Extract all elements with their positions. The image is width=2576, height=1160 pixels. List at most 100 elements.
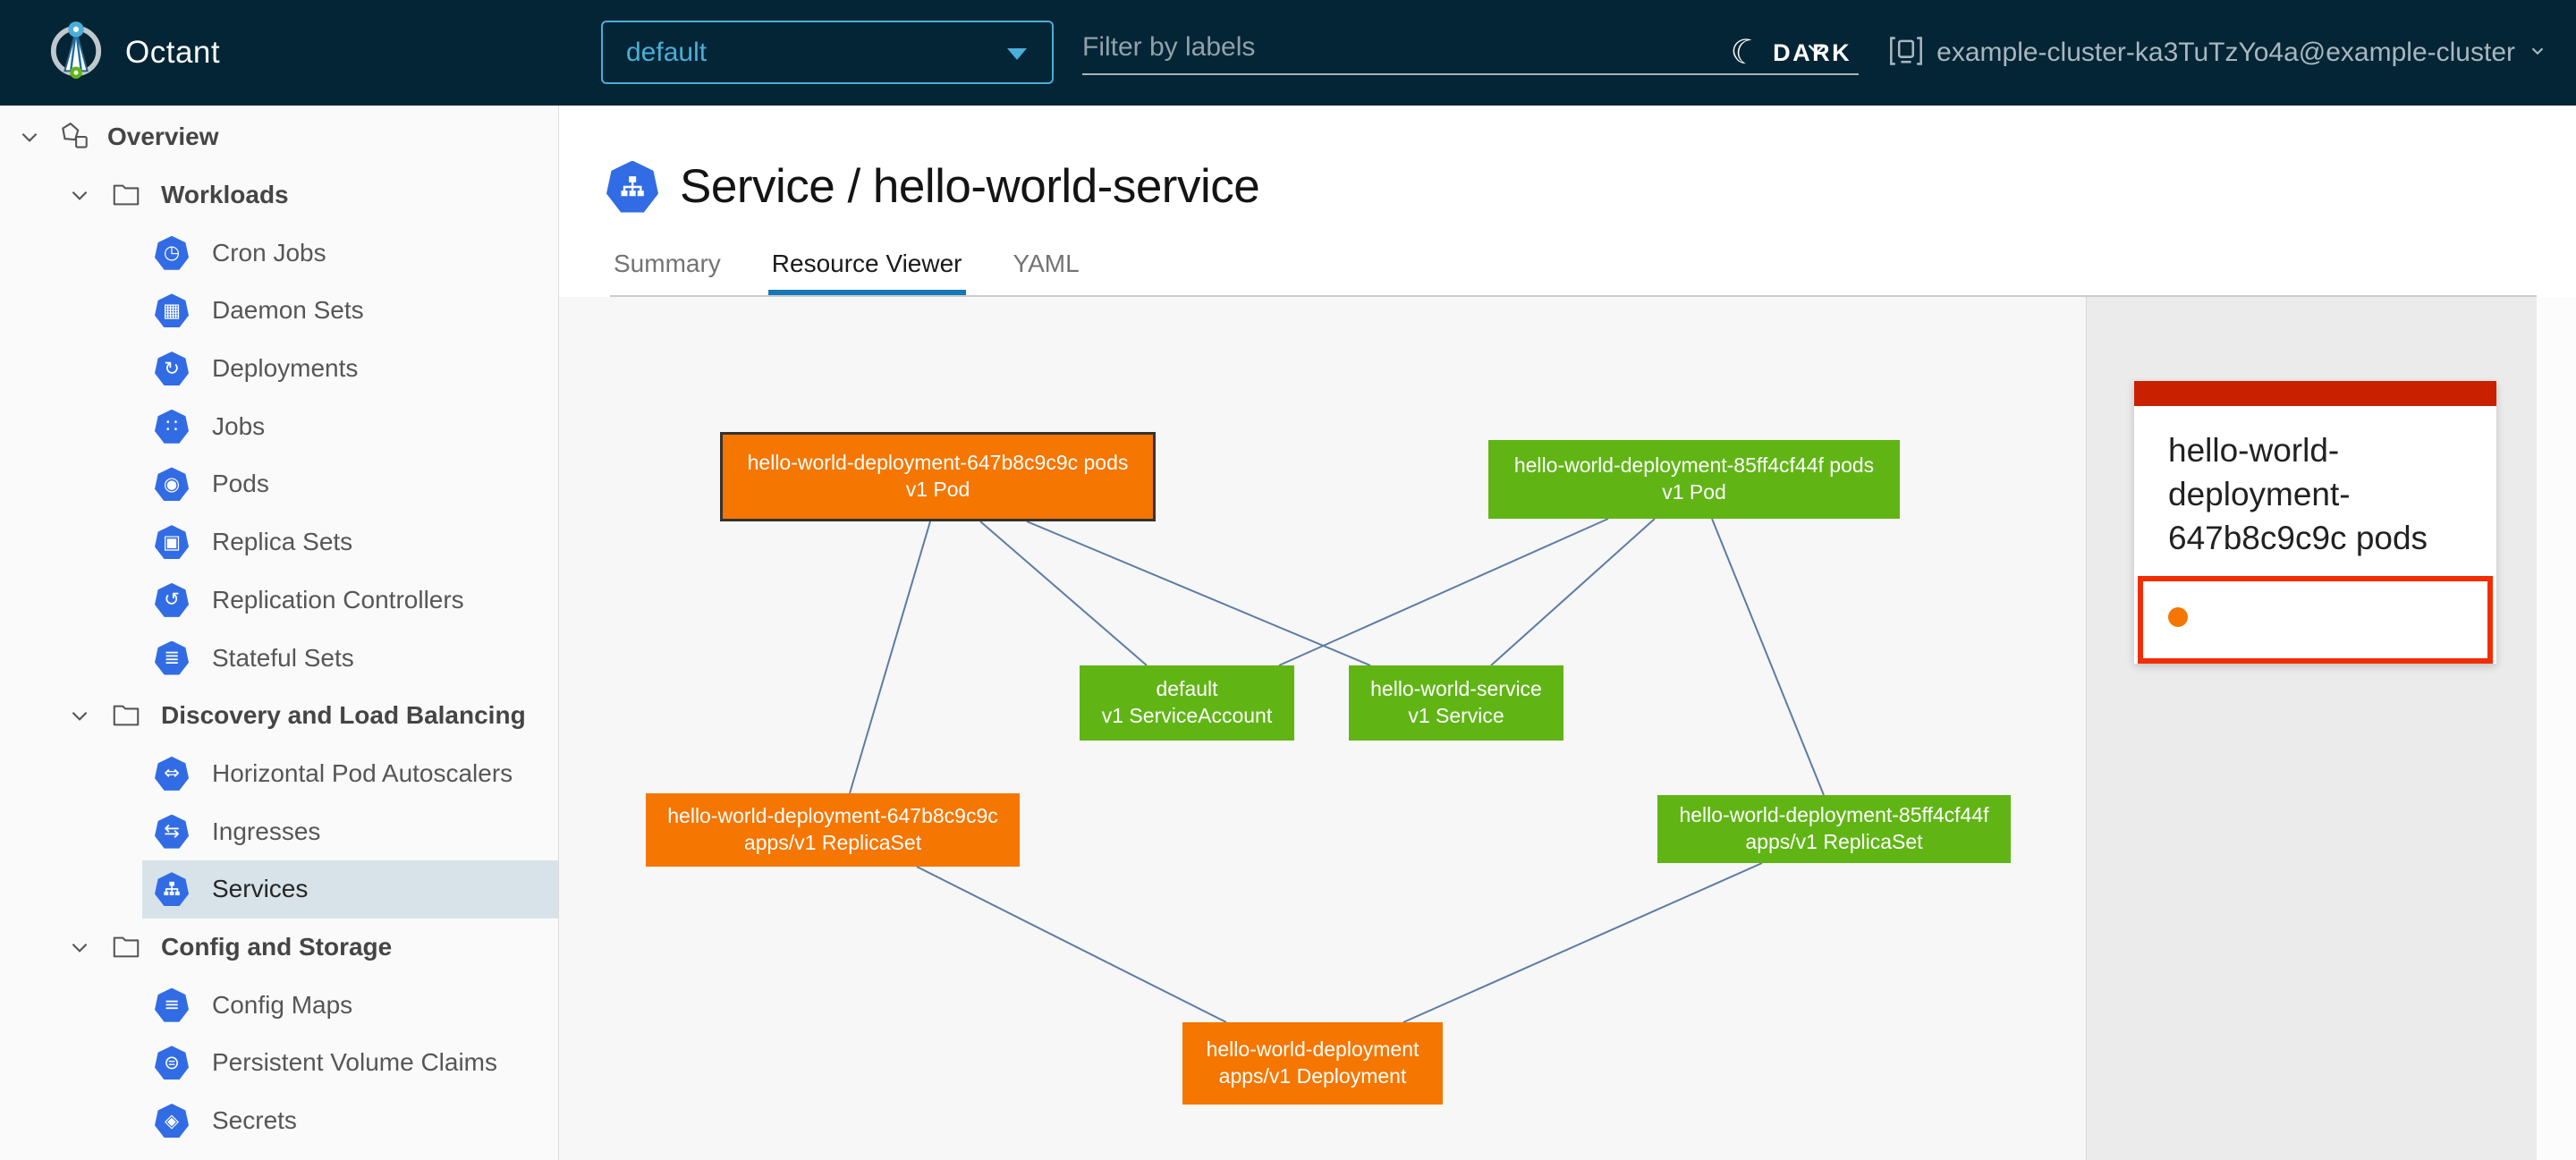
page-header: Service / hello-world-service (606, 159, 2576, 214)
pod-status-box (2138, 576, 2493, 665)
chevron-down-icon (2528, 41, 2547, 65)
sidebar-item-label: Ingresses (212, 817, 321, 845)
sidebar-item-label: Stateful Sets (212, 643, 354, 672)
persistent-volume-claims-icon: ⊜ (155, 1046, 189, 1080)
tab-summary[interactable]: Summary (614, 250, 721, 277)
service-icon (606, 160, 658, 213)
sidebar-item-label: Config Maps (212, 990, 353, 1019)
node-deployment-hello-world[interactable]: hello-world-deployment apps/v1 Deploymen… (1182, 1022, 1443, 1105)
sidebar-item-cron-jobs[interactable]: ◷ Cron Jobs (142, 224, 558, 282)
resource-graph[interactable]: hello-world-deployment-647b8c9c9c pods v… (559, 297, 2086, 1160)
cluster-icon (1888, 33, 1924, 73)
label-filter-input[interactable] (1082, 21, 1789, 73)
tab-bar: Summary Resource Viewer YAML (610, 250, 2576, 295)
card-title: hello-world-deployment-647b8c9c9c pods (2168, 432, 2428, 556)
folder-icon (111, 700, 141, 731)
sidebar-item-ingresses[interactable]: ⇆ Ingresses (142, 802, 558, 860)
sidebar-item-label: Jobs (212, 411, 266, 440)
chevron-down-icon[interactable] (68, 704, 91, 727)
sidebar-item-deployments[interactable]: ↻ Deployments (142, 340, 558, 398)
sidebar-item-pods[interactable]: ◉ Pods (142, 455, 558, 513)
chevron-down-icon[interactable] (68, 183, 91, 207)
app-name: Octant (125, 35, 221, 70)
sidebar-item-label: Secrets (212, 1106, 297, 1135)
node-kind: v1 Pod (905, 478, 970, 501)
sidebar-item-replication-controllers[interactable]: ↺ Replication Controllers (142, 572, 558, 630)
node-title: default (1156, 677, 1218, 701)
sidebar-item-label: Config and Storage (161, 932, 393, 961)
sidebar-item-discovery-and-load-balancing[interactable]: Discovery and Load Balancing (0, 687, 558, 745)
overview-icon (57, 120, 91, 154)
tab-resource-viewer[interactable]: Resource Viewer (767, 250, 966, 295)
sidebar-item-label: Horizontal Pod Autoscalers (212, 758, 513, 787)
node-title: hello-world-deployment-85ff4cf44f pods (1513, 453, 1875, 478)
theme-toggle-label: DARK (1773, 38, 1852, 66)
sidebar-item-config-maps[interactable]: ≡ Config Maps (142, 976, 558, 1034)
daemon-sets-icon: ▦ (155, 293, 189, 328)
jobs-icon: ∷ (155, 409, 189, 444)
sidebar-item-label: Persistent Volume Claims (212, 1048, 498, 1077)
sidebar-item-replica-sets[interactable]: ▣ Replica Sets (142, 513, 558, 572)
folder-icon (111, 180, 141, 210)
tab-divider (610, 295, 2537, 297)
sidebar-item-label: Cron Jobs (212, 238, 326, 267)
sidebar-item-services[interactable]: Services (142, 859, 558, 919)
chevron-down-icon[interactable] (18, 125, 41, 148)
node-replicaset-85ff4cf44f[interactable]: hello-world-deployment-85ff4cf44f apps/v… (1657, 795, 2011, 863)
main-content: Service / hello-world-service Summary Re… (559, 106, 2576, 1160)
sidebar-item-secrets[interactable]: ◈ Secrets (142, 1092, 558, 1150)
node-title: hello-world-deployment-85ff4cf44f (1679, 803, 1989, 827)
node-serviceaccount-default[interactable]: default v1 ServiceAccount (1080, 665, 1294, 741)
node-title: hello-world-deployment (1206, 1037, 1419, 1062)
sidebar-item-workloads[interactable]: Workloads (0, 166, 558, 224)
node-kind: apps/v1 ReplicaSet (743, 831, 922, 854)
horizontal-pod-autoscalers-icon: ⇔ (155, 756, 189, 791)
sidebar-item-label: Discovery and Load Balancing (161, 701, 526, 730)
theme-toggle[interactable]: ☾ DARK (1725, 0, 1852, 106)
node-title: hello-world-deployment-647b8c9c9c pods (747, 451, 1129, 475)
chevron-down-icon[interactable] (68, 936, 91, 959)
ingresses-icon: ⇆ (155, 814, 189, 849)
namespace-dropdown[interactable]: default (601, 21, 1054, 84)
node-replicaset-647b8c9c9c[interactable]: hello-world-deployment-647b8c9c9c apps/v… (646, 793, 1020, 867)
node-kind: v1 ServiceAccount (1101, 704, 1273, 727)
node-title: hello-world-deployment-647b8c9c9c (667, 804, 998, 828)
sidebar-item-stateful-sets[interactable]: ≣ Stateful Sets (142, 629, 558, 687)
node-kind: v1 Service (1408, 704, 1504, 727)
tab-yaml[interactable]: YAML (1013, 250, 1080, 277)
node-pod-85ff4cf44f[interactable]: hello-world-deployment-85ff4cf44f pods v… (1488, 440, 1900, 519)
node-service-hello-world-service[interactable]: hello-world-service v1 Service (1349, 665, 1563, 741)
pod-status-dot[interactable] (2168, 607, 2188, 628)
sidebar: Overview Workloads ◷ Cron Jobs ▦ Daemon … (0, 106, 559, 1160)
stateful-sets-icon: ≣ (155, 640, 189, 675)
selected-resource-card[interactable]: hello-world-deployment-647b8c9c9c pods (2134, 381, 2496, 665)
chevron-down-icon[interactable] (1801, 34, 1832, 69)
right-gutter (2537, 297, 2576, 1160)
node-title: hello-world-service (1370, 677, 1542, 701)
replication-controllers-icon: ↺ (155, 582, 189, 617)
cron-jobs-icon: ◷ (155, 235, 189, 270)
replica-sets-icon: ▣ (155, 525, 189, 560)
node-kind: v1 Pod (1662, 480, 1726, 504)
sidebar-item-jobs[interactable]: ∷ Jobs (142, 397, 558, 455)
context-switcher[interactable]: example-cluster-ka3TuTzYo4a@example-clus… (1888, 0, 2547, 106)
app-header: Octant default ☾ DARK example-cluster-ka… (0, 0, 2576, 106)
caret-down-icon (1007, 48, 1027, 60)
pods-icon: ◉ (155, 467, 189, 502)
sidebar-item-persistent-volume-claims[interactable]: ⊜ Persistent Volume Claims (142, 1034, 558, 1092)
sidebar-item-horizontal-pod-autoscalers[interactable]: ⇔ Horizontal Pod Autoscalers (142, 745, 558, 803)
node-kind: apps/v1 ReplicaSet (1745, 830, 1923, 853)
sidebar-item-daemon-sets[interactable]: ▦ Daemon Sets (142, 282, 558, 340)
sidebar-item-label: Deployments (212, 354, 359, 383)
graph-edges (849, 518, 1825, 1023)
node-pod-647b8c9c9c[interactable]: hello-world-deployment-647b8c9c9c pods v… (720, 432, 1156, 521)
octant-logo-icon (48, 18, 104, 89)
detail-panel: hello-world-deployment-647b8c9c9c pods (2086, 297, 2537, 1160)
sidebar-item-overview[interactable]: Overview (0, 108, 558, 166)
label-filter (1082, 21, 1859, 75)
sidebar-item-label: Pods (212, 470, 269, 498)
sidebar-item-label: Daemon Sets (212, 296, 364, 325)
sidebar-item-config-and-storage[interactable]: Config and Storage (0, 919, 558, 977)
page-title: Service / hello-world-service (680, 160, 1260, 213)
namespace-dropdown-value: default (626, 37, 708, 67)
